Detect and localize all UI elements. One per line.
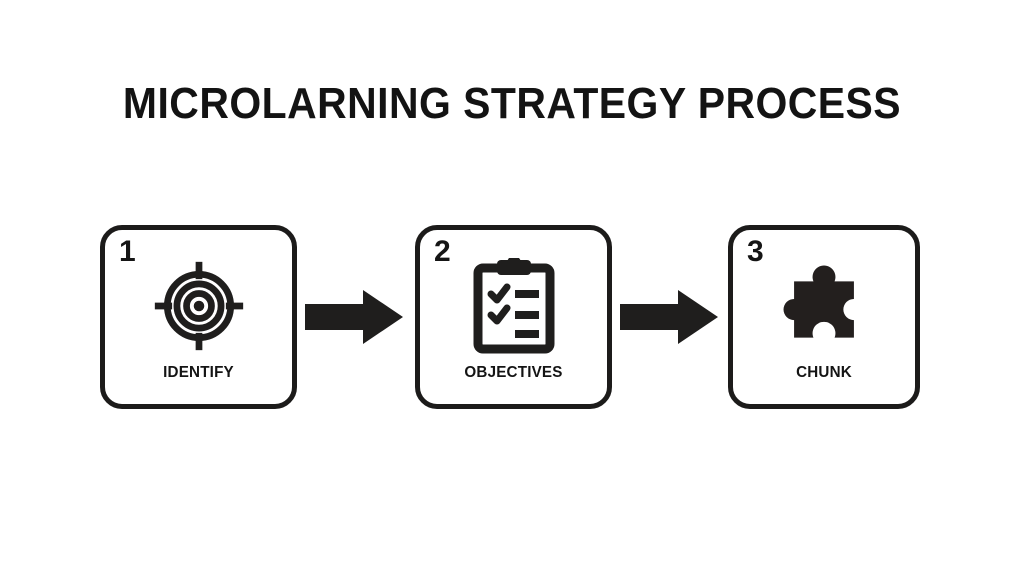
arrow-right-icon xyxy=(305,288,403,346)
step-label: CHUNK xyxy=(796,364,852,381)
step-card-objectives[interactable]: 2 xyxy=(415,225,612,409)
step-card-identify[interactable]: 1 IDENTIFY xyxy=(100,225,297,409)
puzzle-piece-icon xyxy=(733,256,915,356)
step-label: IDENTIFY xyxy=(163,364,234,381)
step-number: 2 xyxy=(434,235,451,268)
step-card-chunk[interactable]: 3 CHUNK xyxy=(728,225,920,409)
arrow-right-icon xyxy=(620,288,718,346)
page-title: MICROLARNING STRATEGY PROCESS xyxy=(122,79,902,128)
clipboard-checklist-icon xyxy=(420,256,607,356)
step-number: 3 xyxy=(747,235,764,268)
step-number: 1 xyxy=(119,235,136,268)
process-flow: 1 IDENTIFY xyxy=(100,225,920,409)
step-label: OBJECTIVES xyxy=(464,364,563,381)
target-icon xyxy=(105,256,292,356)
